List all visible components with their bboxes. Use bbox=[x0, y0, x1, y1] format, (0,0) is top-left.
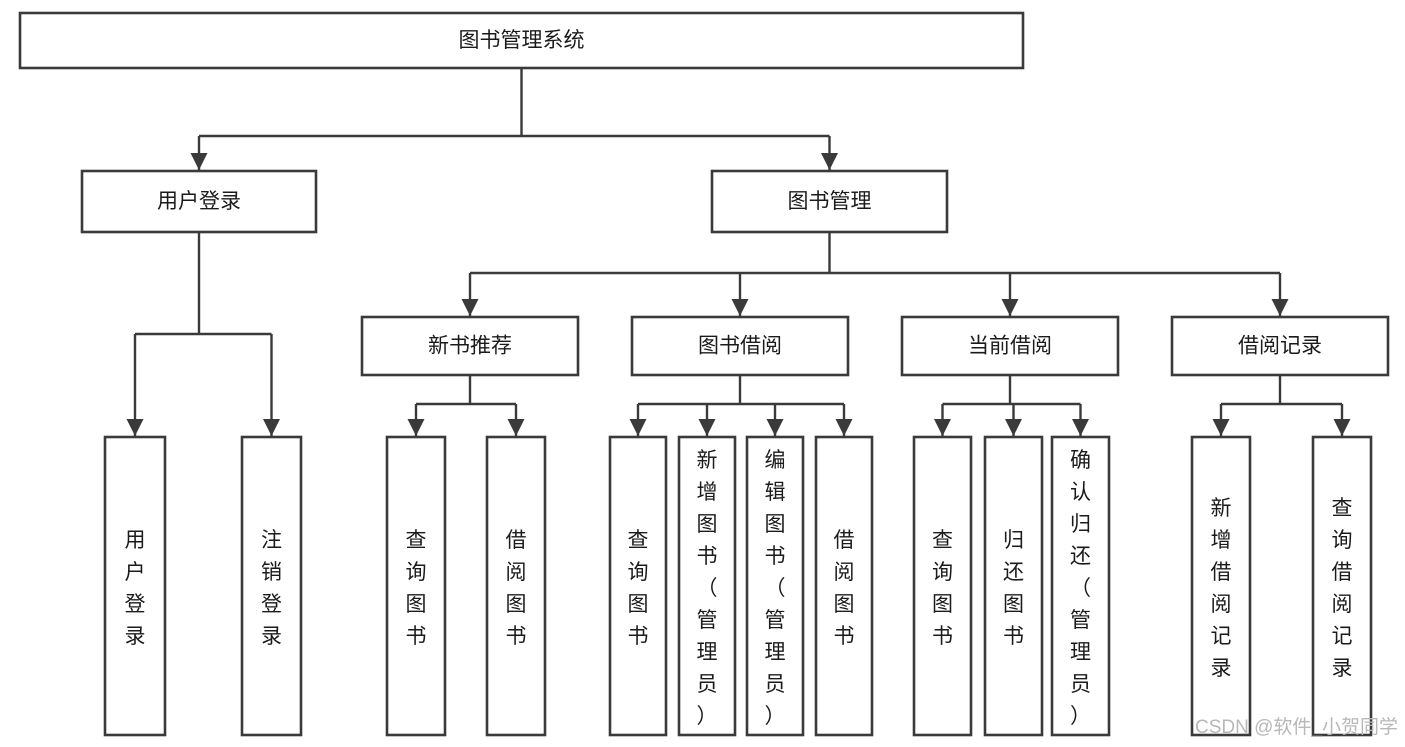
node-label-borrow-record: 借阅记录 bbox=[1238, 335, 1322, 358]
node-box-leaf-query-book-2[interactable] bbox=[608, 435, 668, 737]
node-borrow-record[interactable]: 借阅记录 bbox=[1170, 315, 1390, 377]
arrow-down-icon-bookmgmt-3 bbox=[1271, 299, 1289, 316]
node-label-current-borrow: 当前借阅 bbox=[968, 335, 1052, 358]
node-new-book-recommend[interactable]: 新书推荐 bbox=[360, 315, 580, 377]
node-label-leaf-borrow-book-1: 借阅图书 bbox=[506, 529, 527, 648]
node-leaf-add-record[interactable]: 新增借阅记录 bbox=[1190, 435, 1252, 737]
arrow-down-icon-bookmgmt-2 bbox=[1001, 299, 1019, 316]
node-label-leaf-query-book-1: 查询图书 bbox=[406, 529, 427, 648]
arrow-down-icon-borrow-record-1 bbox=[1333, 419, 1351, 436]
node-label-new-book-recommend: 新书推荐 bbox=[428, 335, 512, 358]
node-book-management[interactable]: 图书管理 bbox=[710, 169, 949, 234]
node-box-leaf-borrow-book-1[interactable] bbox=[485, 435, 547, 737]
node-label-leaf-borrow-book-2: 借阅图书 bbox=[834, 529, 855, 648]
node-box-book-management[interactable] bbox=[710, 169, 949, 234]
node-label-leaf-query-record: 查询借阅记录 bbox=[1332, 497, 1353, 680]
node-root[interactable]: 图书管理系统 bbox=[18, 11, 1025, 70]
node-leaf-logout[interactable]: 注销登录 bbox=[240, 435, 303, 737]
node-label-leaf-add-book: 新增图书（管理员） bbox=[697, 449, 718, 728]
node-box-borrow-record[interactable] bbox=[1170, 315, 1390, 377]
node-leaf-borrow-book-1[interactable]: 借阅图书 bbox=[485, 435, 547, 737]
node-box-leaf-borrow-book-2[interactable] bbox=[814, 435, 874, 737]
node-box-leaf-edit-book[interactable] bbox=[745, 435, 805, 737]
node-leaf-confirm-return[interactable]: 确认归还（管理员） bbox=[1050, 435, 1111, 737]
node-leaf-edit-book[interactable]: 编辑图书（管理员） bbox=[745, 435, 805, 737]
node-label-leaf-return-book: 归还图书 bbox=[1003, 529, 1024, 648]
nodes-layer: 图书管理系统用户登录图书管理新书推荐图书借阅当前借阅借阅记录用户登录注销登录查询… bbox=[18, 11, 1390, 737]
node-box-leaf-user-login[interactable] bbox=[103, 435, 167, 737]
node-box-new-book-recommend[interactable] bbox=[360, 315, 580, 377]
node-book-borrow[interactable]: 图书借阅 bbox=[630, 315, 850, 377]
arrow-down-icon-book-borrow-1 bbox=[698, 419, 716, 436]
node-label-leaf-add-record: 新增借阅记录 bbox=[1211, 497, 1232, 680]
arrow-down-icon-current-borrow-1 bbox=[1005, 419, 1022, 436]
arrow-down-icon-book-borrow-2 bbox=[766, 419, 784, 436]
node-label-leaf-query-book-2: 查询图书 bbox=[628, 529, 649, 648]
node-leaf-query-record[interactable]: 查询借阅记录 bbox=[1311, 435, 1373, 737]
arrow-down-icon-root-0 bbox=[190, 153, 208, 170]
arrow-down-icon-current-borrow-0 bbox=[934, 419, 951, 436]
node-label-user-login: 用户登录 bbox=[157, 190, 241, 213]
node-leaf-query-book-1[interactable]: 查询图书 bbox=[385, 435, 447, 737]
node-box-leaf-add-book[interactable] bbox=[677, 435, 737, 737]
node-leaf-return-book[interactable]: 归还图书 bbox=[983, 435, 1044, 737]
node-box-leaf-query-book-3[interactable] bbox=[912, 435, 973, 737]
arrow-down-icon-book-borrow-3 bbox=[835, 419, 853, 436]
node-leaf-add-book[interactable]: 新增图书（管理员） bbox=[677, 435, 737, 737]
arrow-down-icon-book-borrow-0 bbox=[629, 419, 647, 436]
csdn-watermark: CSDN @软件_小贺同学 bbox=[1195, 716, 1398, 738]
arrow-down-icon-borrow-record-0 bbox=[1212, 419, 1230, 436]
arrow-down-icon-current-borrow-2 bbox=[1072, 419, 1089, 436]
node-label-leaf-query-book-3: 查询图书 bbox=[932, 529, 953, 648]
arrow-down-icon-new-book-recommend-0 bbox=[407, 419, 425, 436]
node-box-leaf-query-record[interactable] bbox=[1311, 435, 1373, 737]
arrow-down-icon-new-book-recommend-1 bbox=[507, 419, 525, 436]
node-box-leaf-confirm-return[interactable] bbox=[1050, 435, 1111, 737]
node-label-leaf-logout: 注销登录 bbox=[261, 529, 282, 648]
node-box-leaf-return-book[interactable] bbox=[983, 435, 1044, 737]
node-label-leaf-confirm-return: 确认归还（管理员） bbox=[1070, 449, 1091, 728]
node-label-book-borrow: 图书借阅 bbox=[698, 335, 782, 358]
node-label-root: 图书管理系统 bbox=[459, 29, 585, 52]
node-user-login[interactable]: 用户登录 bbox=[80, 169, 318, 234]
arrow-down-icon-bookmgmt-1 bbox=[731, 299, 749, 316]
node-box-leaf-query-book-1[interactable] bbox=[385, 435, 447, 737]
node-leaf-borrow-book-2[interactable]: 借阅图书 bbox=[814, 435, 874, 737]
node-label-leaf-user-login: 用户登录 bbox=[125, 529, 146, 648]
node-box-leaf-logout[interactable] bbox=[240, 435, 303, 737]
node-box-book-borrow[interactable] bbox=[630, 315, 850, 377]
node-current-borrow[interactable]: 当前借阅 bbox=[900, 315, 1120, 377]
arrow-down-icon-userlogin-0 bbox=[126, 419, 144, 436]
node-box-root[interactable] bbox=[18, 11, 1025, 70]
arrow-down-icon-root-1 bbox=[821, 153, 838, 170]
node-leaf-query-book-3[interactable]: 查询图书 bbox=[912, 435, 973, 737]
node-label-book-management: 图书管理 bbox=[788, 190, 872, 213]
node-leaf-query-book-2[interactable]: 查询图书 bbox=[608, 435, 668, 737]
connectors-layer bbox=[126, 68, 1351, 436]
node-leaf-user-login[interactable]: 用户登录 bbox=[103, 435, 167, 737]
node-box-current-borrow[interactable] bbox=[900, 315, 1120, 377]
node-label-leaf-edit-book: 编辑图书（管理员） bbox=[765, 449, 786, 728]
arrow-down-icon-userlogin-1 bbox=[263, 419, 280, 436]
node-box-leaf-add-record[interactable] bbox=[1190, 435, 1252, 737]
node-box-user-login[interactable] bbox=[80, 169, 318, 234]
arrow-down-icon-bookmgmt-0 bbox=[461, 299, 479, 316]
